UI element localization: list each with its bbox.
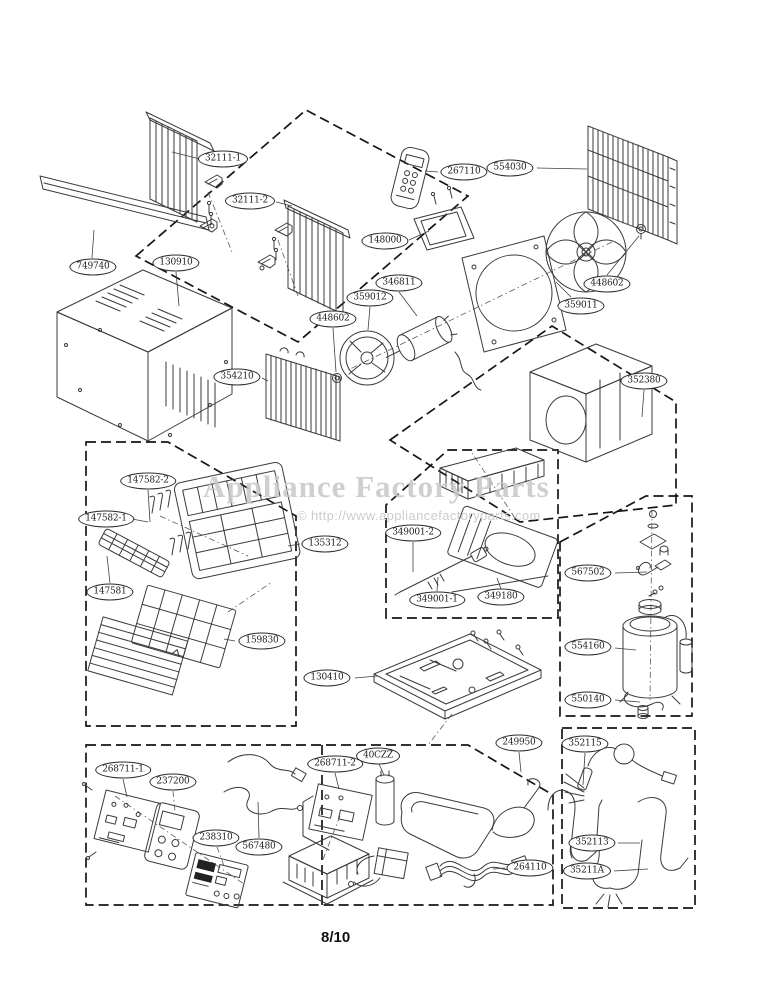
group-box-controls [85,744,554,906]
part-label-349001-1: 349001-1 [409,591,465,609]
part-label-148000: 148000 [361,232,409,250]
part-label-159830: 159830 [238,632,286,650]
part-label-567502: 567502 [564,564,612,582]
part-label-749740: 749740 [69,258,117,276]
part-label-237200: 237200 [149,773,197,791]
part-label-354210: 354210 [213,368,261,386]
group-box-styrofoam [388,324,677,523]
part-label-352115: 352115 [561,735,609,753]
styrofoam-air-guide [529,343,653,463]
air-filter [131,584,237,669]
discharge-tube [491,778,541,838]
transformer [348,847,409,887]
part-label-346811: 346811 [375,274,423,292]
part-label-359012: 359012 [346,289,394,307]
evaporator-coil [265,347,341,442]
part-label-238310: 238310 [192,829,240,847]
group-box-compressor [559,495,693,717]
shaft-grommet-right [636,224,646,240]
part-label-448602-right: 448602 [583,275,631,293]
part-label-268711-1: 268711-1 [95,761,151,779]
insulation-tray [439,447,545,500]
part-label-352380: 352380 [620,372,668,390]
part-label-32111-2: 32111-2 [225,192,275,210]
part-label-147582-2: 147582-2 [120,472,176,490]
lead-wires [223,754,307,815]
part-label-40CZZ: 40CZZ [356,747,400,765]
part-label-249950: 249950 [495,734,543,752]
fan-motor [385,315,482,391]
front-grille [173,462,301,580]
run-capacitor [375,770,395,826]
part-label-268711-2: 268711-2 [307,755,363,773]
blower-wheel [339,330,395,386]
part-label-554160: 554160 [564,638,612,656]
curtain-brackets [199,174,293,271]
thermistor [563,743,678,804]
louver-rod [394,546,489,596]
part-label-359011: 359011 [557,297,605,315]
window-curtain-left [145,111,215,223]
part-label-147582-1: 147582-1 [78,510,134,528]
window-curtain-right [283,199,351,316]
group-box-front-grille [85,441,297,727]
cover-plate [400,791,495,859]
air-guide-louver [447,505,558,593]
part-label-35211A: 35211A [563,862,611,880]
leader-lines [91,151,649,872]
vent-clips [149,489,191,556]
part-label-130910: 130910 [152,254,200,272]
part-label-349001-2: 349001-2 [385,524,441,542]
condenser-coil [587,125,678,245]
top-rail [39,175,210,231]
part-label-448602-left: 448602 [309,310,357,328]
page-indicator: 8/10 [321,929,351,946]
mounting-frame [413,185,475,251]
louver-bar [98,528,170,578]
fan-shroud [461,235,567,353]
group-box-tubing [561,727,696,909]
part-label-32111-1: 32111-1 [198,150,248,168]
remote-control [390,146,430,210]
part-label-550140: 550140 [564,691,612,709]
part-label-554030: 554030 [486,159,534,177]
control-pcb-2 [302,783,373,851]
base-pan [373,629,542,720]
part-label-267110: 267110 [440,163,488,181]
group-box-air-guide [385,449,559,619]
group-box-window-brackets [134,108,470,344]
part-label-352113: 352113 [568,834,616,852]
cabinet-shell [56,269,233,442]
compressor-assembly [619,510,693,719]
part-label-147581: 147581 [86,583,134,601]
part-label-130410: 130410 [303,669,351,687]
part-label-567480: 567480 [235,838,283,856]
part-label-264110: 264110 [506,859,554,877]
capillary-tube-b [569,797,689,908]
panel-sticker [185,852,249,909]
part-label-135312: 135312 [301,535,349,553]
lower-louver-panel [87,616,189,696]
part-label-349180: 349180 [477,588,525,606]
control-box-housing [282,835,374,905]
wire-harness [425,855,530,888]
